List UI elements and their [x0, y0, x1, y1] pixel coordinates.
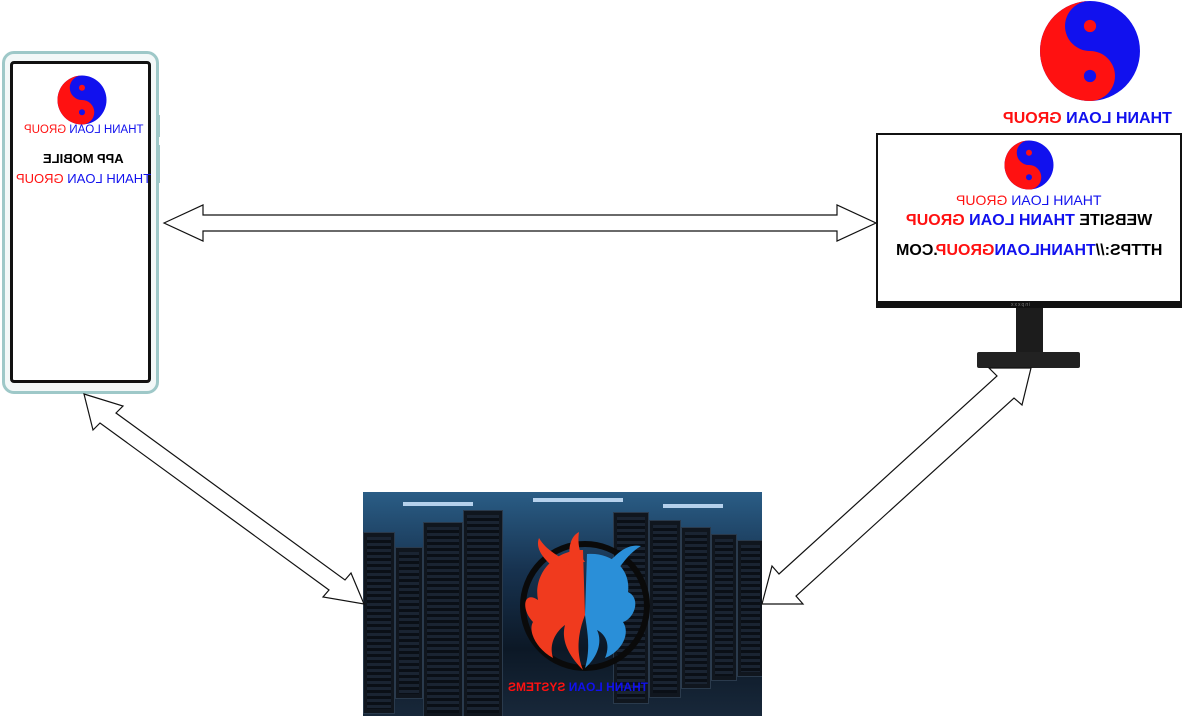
server-rack	[649, 520, 681, 698]
server-rack	[423, 522, 463, 716]
ceiling-light	[403, 502, 473, 506]
yin-yang-logo-icon	[1004, 140, 1054, 190]
server-rack	[363, 532, 395, 714]
monitor-stand-base	[977, 352, 1080, 368]
yin-yang-logo-icon	[57, 75, 107, 125]
ceiling-light	[533, 498, 623, 502]
arrow-phone-monitor	[162, 204, 878, 242]
server-rack	[395, 547, 423, 699]
arrow-phone-server	[83, 393, 365, 605]
phone-device: THANH LOAN GROUP APP MOBILE THANH LOAN G…	[2, 51, 159, 394]
phone-screen: THANH LOAN GROUP APP MOBILE THANH LOAN G…	[10, 61, 151, 383]
monitor-stand-neck	[1016, 308, 1043, 356]
phone-side-button	[157, 145, 160, 183]
phone-side-button	[157, 115, 160, 137]
monitor-screen: THANH LOAN GROUP WEBSITE THANH LOAN GROU…	[876, 133, 1182, 308]
phoenix-dragon-emblem-icon	[520, 532, 650, 671]
arrow-monitor-server	[761, 367, 1032, 605]
server-rack	[711, 534, 737, 681]
server-rack	[737, 540, 762, 677]
yin-yang-logo-icon	[1040, 1, 1140, 101]
ceiling-light	[663, 504, 723, 508]
server-rack	[681, 527, 711, 689]
server-rack	[463, 510, 503, 716]
server-room-image: THANH LOAN SYSTEMS	[363, 492, 762, 716]
